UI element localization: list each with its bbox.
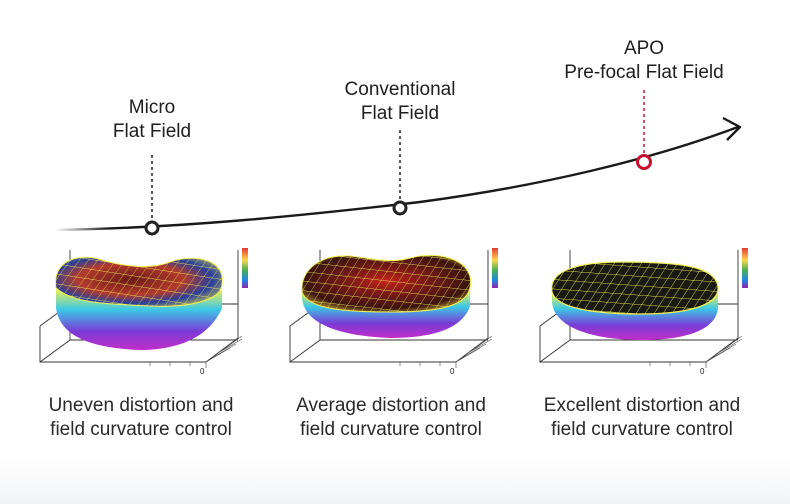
conventional-stage-label: Conventional Flat Field (317, 78, 483, 126)
curve-arrowhead (722, 116, 742, 141)
average-color-scale (492, 248, 498, 288)
excellent-caption: Excellent distortion and field curvature… (517, 394, 767, 442)
uneven-caption-line1: Uneven distortion and (48, 395, 234, 416)
excellent-surface-plot: 0 (539, 248, 748, 376)
uneven-caption: Uneven distortion and field curvature co… (16, 394, 266, 442)
average-zero-label: 0 (450, 367, 455, 376)
excellent-color-scale (742, 248, 748, 288)
micro-stage-label: Micro Flat Field (82, 96, 222, 144)
conventional-label-line1: Conventional (344, 79, 456, 100)
uneven-zero-label: 0 (200, 367, 205, 376)
apo-stage-label: APO Pre-focal Flat Field (534, 37, 754, 85)
uneven-caption-line2: field curvature control (50, 419, 232, 440)
excellent-surface-skirt (552, 292, 718, 340)
apo-marker (636, 154, 652, 170)
excellent-caption-line1: Excellent distortion and (543, 395, 741, 416)
excellent-zero-label: 0 (700, 367, 705, 376)
micro-label-line2: Flat Field (112, 121, 192, 142)
average-surface-plot: 0 (289, 248, 498, 376)
average-caption-line2: field curvature control (300, 419, 482, 440)
micro-marker (144, 220, 160, 236)
uneven-axis-ticks (149, 335, 243, 368)
uneven-color-scale (242, 248, 248, 288)
conventional-marker (392, 200, 408, 216)
apo-label-line1: APO (623, 38, 665, 59)
micro-label-line1: Micro (128, 97, 176, 118)
average-caption: Average distortion and field curvature c… (266, 394, 516, 442)
uneven-surface-plot: 0 (39, 248, 248, 376)
excellent-caption-line2: field curvature control (551, 419, 733, 440)
average-surface-skirt (302, 290, 470, 338)
average-caption-line1: Average distortion and (296, 395, 486, 416)
apo-label-line2: Pre-focal Flat Field (564, 62, 724, 83)
average-axis-ticks (399, 335, 493, 368)
excellent-axis-ticks (649, 335, 743, 368)
conventional-label-line2: Flat Field (360, 103, 440, 124)
